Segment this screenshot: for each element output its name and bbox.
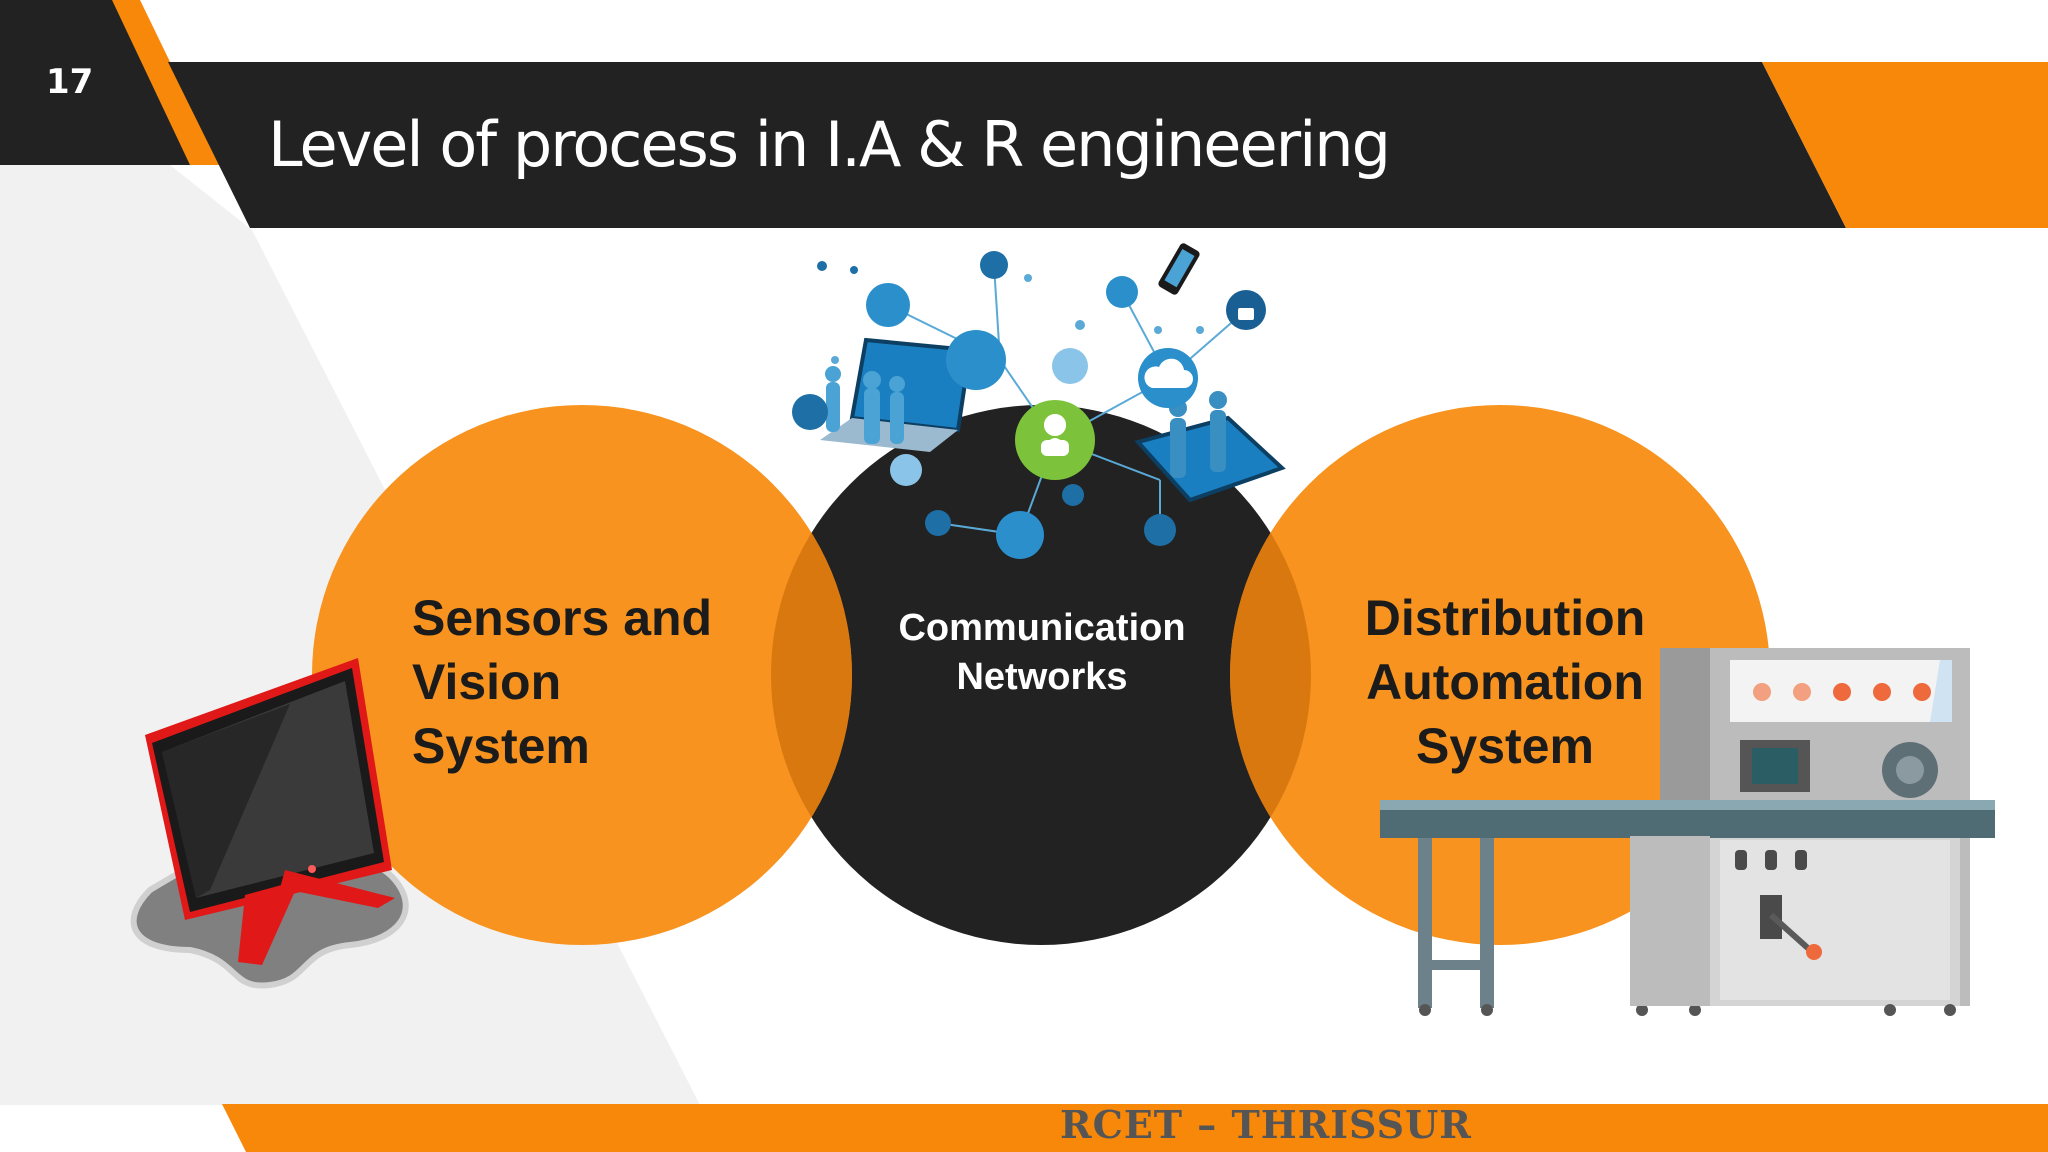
shield-icon [980, 251, 1008, 279]
label-line: Automation [1366, 654, 1644, 710]
globe-icon [996, 511, 1044, 559]
label-communication-networks: Communication Networks [880, 604, 1204, 701]
server-icon [866, 283, 910, 327]
gear-icon [792, 394, 828, 430]
eye-icon [1062, 484, 1084, 506]
laptop-icon [820, 337, 973, 452]
header-orange-right [1762, 62, 2048, 228]
label-distribution-automation-system: Distribution Automation System [1330, 586, 1680, 778]
slide-title: Level of process in I.A & R engineering [268, 108, 1391, 181]
people-group-right-icon [1169, 391, 1227, 478]
tag-icon [890, 454, 922, 486]
label-line: Distribution [1364, 590, 1646, 646]
label-line: System [1416, 718, 1594, 774]
mail-icon [925, 510, 951, 536]
phone-node-icon [1052, 348, 1088, 384]
label-line: Sensors and [412, 590, 713, 646]
settings-node-icon [1144, 514, 1176, 546]
camera-icon [1106, 276, 1138, 308]
label-line: Communication [898, 607, 1186, 649]
label-line: Vision [412, 654, 562, 710]
chart-node-icon [946, 330, 1006, 390]
circle-sensors [312, 405, 852, 945]
label-line: System [412, 718, 590, 774]
footer-orange-bar [222, 1104, 2048, 1152]
slide-number: 17 [46, 62, 94, 102]
circle-communication [771, 405, 1311, 945]
label-sensors-vision-system: Sensors and Vision System [412, 586, 712, 778]
label-line: Networks [956, 655, 1128, 698]
cloud-icon [1138, 348, 1198, 408]
smartphone-icon [1158, 243, 1200, 295]
corner-dark-tip [0, 0, 190, 165]
header-dark-bar [168, 62, 1846, 228]
people-icon [825, 366, 905, 444]
header-orange-stripe-left [105, 0, 220, 165]
footer-institution-name: RCET – THRISSUR [1060, 1102, 1472, 1147]
